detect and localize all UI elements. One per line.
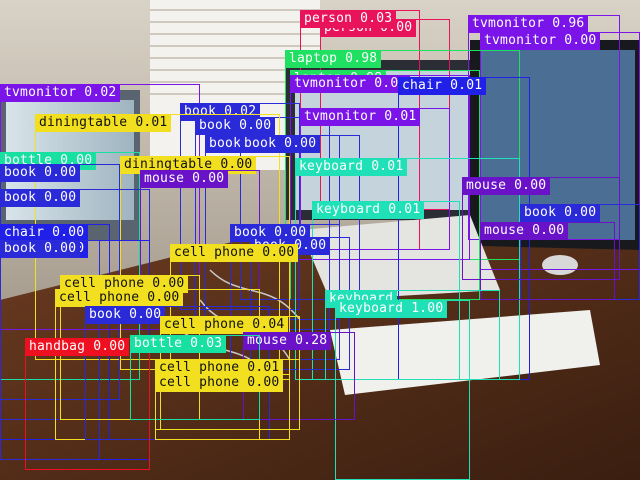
bottle-detection-label: bottle 0.03 <box>130 335 227 353</box>
keyboard-detection-label: keyboard 1.00 <box>335 300 448 318</box>
keyboard-detection-label: keyboard 0.01 <box>312 201 425 219</box>
tvmonitor-detection-label: tvmonitor 0.96 <box>468 15 589 33</box>
diningtable-detection-label: diningtable 0.01 <box>35 114 172 132</box>
cell-phone-detection-label: cell phone 0.00 <box>55 289 184 307</box>
keyboard-detection-label: keyboard 0.01 <box>295 158 408 176</box>
cell-phone-detection-label: cell phone 0.00 <box>60 275 189 293</box>
book-detection-label: book 0.00 <box>195 117 276 135</box>
cell-phone-detection-label: cell phone 0.01 <box>155 359 284 377</box>
cell-phone-detection-label: cell phone 0.00 <box>155 374 284 392</box>
handbag-detection-label: handbag 0.00 <box>25 338 130 356</box>
tvmonitor-detection-label: tvmonitor 0.02 <box>0 84 121 102</box>
book-detection-label: book 0.00 <box>85 306 166 324</box>
tvmonitor-detection-label: tvmonitor 0.01 <box>300 108 421 126</box>
book-detection-label: book 0.00 <box>0 189 81 207</box>
mouse-detection-label: mouse 0.00 <box>140 170 229 188</box>
book-detection-label: book 0.00 <box>0 164 81 182</box>
book-detection-label: book 0.02 <box>180 103 261 121</box>
chair-detection-label: chair 0.01 <box>398 77 487 95</box>
laptop-detection-label: laptop 0.98 <box>285 50 382 68</box>
book-detection-label: book 0.00 <box>520 204 601 222</box>
mouse-detection-label: mouse 0.28 <box>243 332 332 350</box>
person-detection-label: person 0.03 <box>300 10 397 28</box>
book-detection-label: book 0.00 <box>240 135 321 153</box>
book-detection-label: book 0.00 <box>0 240 81 258</box>
chair-detection-label: chair 0.00 <box>0 224 89 242</box>
cell-phone-detection-label: cell phone 0.04 <box>160 316 289 334</box>
cell-phone-detection-label: cell phone 0.00 <box>170 244 299 262</box>
diningtable-detection-label: diningtable 0.00 <box>120 156 257 174</box>
mouse-detection-label: mouse 0.00 <box>462 177 551 195</box>
tvmonitor-detection-label: tvmonitor 0.00 <box>480 32 601 50</box>
mouse-detection-label: mouse 0.00 <box>480 222 569 240</box>
tvmonitor-detection-label: tvmonitor 0.00 <box>290 75 411 93</box>
